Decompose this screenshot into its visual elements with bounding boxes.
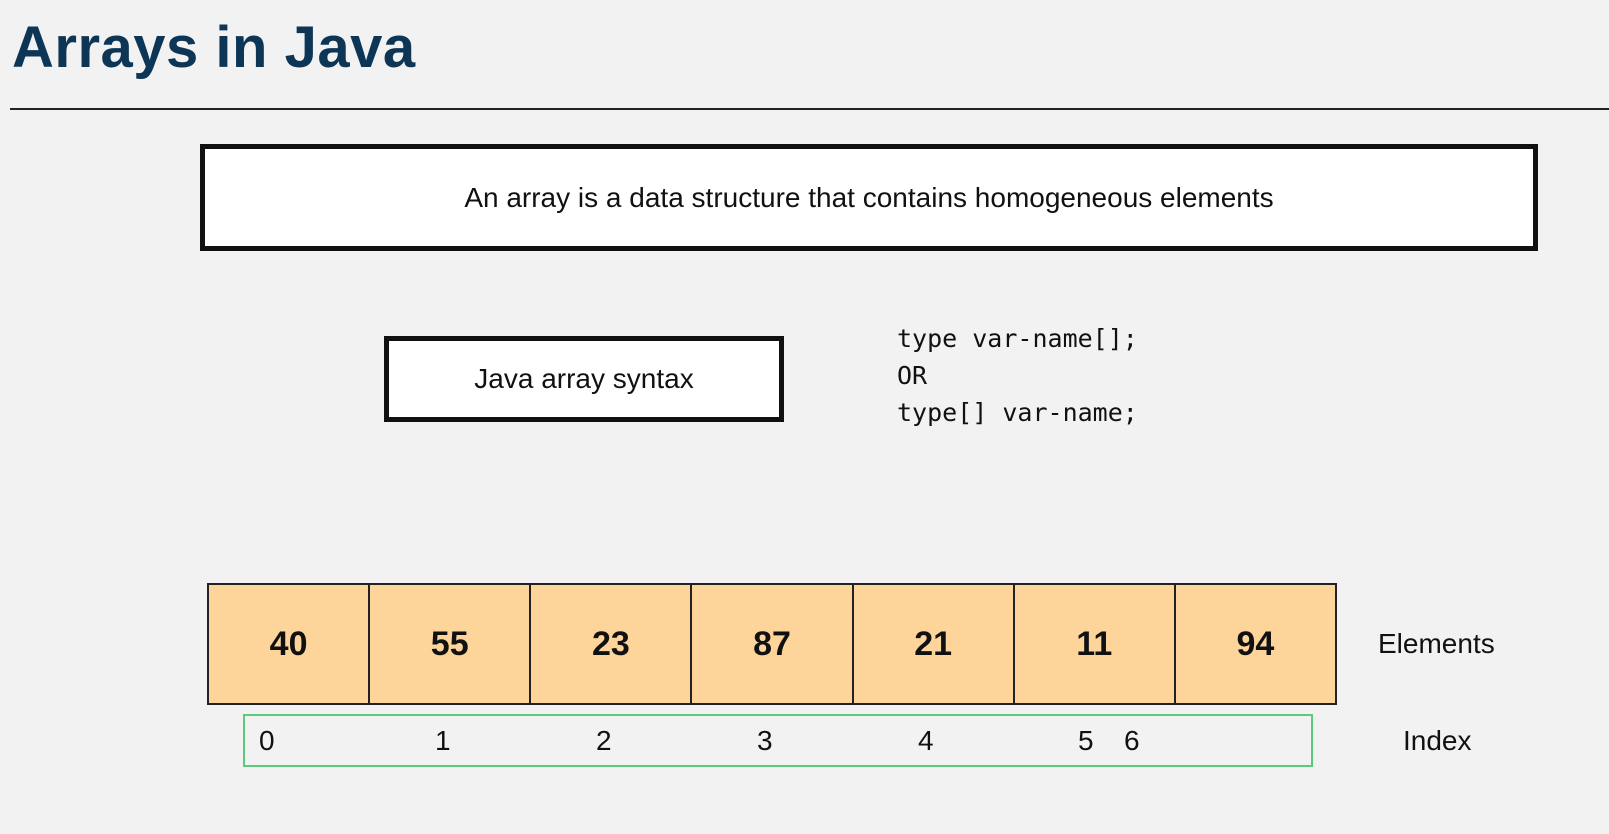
index-number: 1 [435, 725, 451, 756]
array-element-cell: 94 [1236, 624, 1275, 663]
index-number: 4 [918, 725, 934, 756]
index-number: 2 [596, 725, 612, 756]
definition-box: An array is a data structure that contai… [200, 144, 1538, 251]
code-line-declaration-1: type var-name[]; [897, 324, 1138, 353]
page-title: Arrays in Java [12, 15, 416, 80]
index-number: 6 [1124, 725, 1140, 756]
array-element-cell: 87 [692, 585, 854, 703]
index-number: 3 [757, 725, 773, 756]
array-element-cell: 21 [854, 585, 1015, 703]
array-element-cell: 55 [370, 585, 532, 703]
array-element-cell: 11 [1015, 585, 1176, 703]
title-divider [10, 108, 1609, 110]
syntax-code-block: type var-name[]; OR type[] var-name; [897, 320, 1138, 431]
syntax-label: Java array syntax [474, 363, 694, 394]
index-number: 0 [259, 725, 275, 756]
elements-label: Elements [1378, 628, 1495, 659]
index-box: 0 1 2 3 4 5 6 [243, 714, 1313, 767]
code-line-or: OR [897, 361, 928, 390]
index-number: 5 [1078, 725, 1094, 756]
array-element-cell: 23 [531, 585, 693, 703]
definition-text: An array is a data structure that contai… [464, 181, 1274, 213]
array-elements-row: 40 55 23 87 21 11 94 [207, 583, 1337, 705]
array-element-cell: 40 [209, 585, 371, 703]
code-line-declaration-2: type[] var-name; [897, 398, 1138, 427]
syntax-box: Java array syntax [384, 336, 784, 422]
index-label: Index [1403, 725, 1472, 756]
